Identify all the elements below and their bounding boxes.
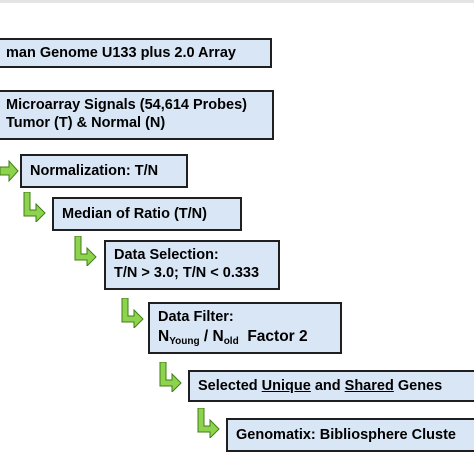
genes-shared: Shared xyxy=(344,378,394,394)
genes-unique: Unique xyxy=(261,378,311,394)
selection-label-line2: T/N > 3.0; T/N < 0.333 xyxy=(114,265,260,281)
down-right-arrow-icon xyxy=(159,362,182,392)
median-box: Median of Ratio (T/N) xyxy=(52,197,242,231)
genomatix-box: Genomatix: Bibliosphere Cluste xyxy=(226,418,474,452)
filter-young-subscript: Young xyxy=(169,336,200,347)
normalization-label: Normalization: T/N xyxy=(30,163,159,179)
filter-box: Data Filter: NYoung / Nold Factor 2 xyxy=(148,302,342,354)
selection-box: Data Selection: T/N > 3.0; T/N < 0.333 xyxy=(104,240,280,290)
selection-label-line1: Data Selection: xyxy=(114,247,219,263)
genes-pre: Selected xyxy=(198,378,262,394)
filter-formula: NYoung / Nold Factor 2 xyxy=(158,326,332,352)
down-right-arrow-icon xyxy=(197,408,220,438)
genes-box: Selected Unique and Shared Genes xyxy=(188,370,474,402)
signals-box: Microarray Signals (54,614 Probes) Tumor… xyxy=(0,90,274,140)
filter-label-line1: Data Filter: xyxy=(158,309,234,325)
top-border xyxy=(0,0,474,3)
array-box: man Genome U133 plus 2.0 Array xyxy=(0,38,272,68)
filter-slash: / xyxy=(199,328,213,345)
down-right-arrow-icon xyxy=(74,236,97,266)
genomatix-label: Genomatix: Bibliosphere Cluste xyxy=(236,427,456,443)
filter-n-old: N xyxy=(212,328,224,345)
genes-mid: and xyxy=(310,378,345,394)
down-right-arrow-icon xyxy=(23,192,46,222)
array-label: man Genome U133 plus 2.0 Array xyxy=(6,45,236,61)
filter-n-young: N xyxy=(158,328,170,345)
genes-label: Selected Unique and Shared Genes xyxy=(198,376,468,396)
genes-post: Genes xyxy=(393,378,443,394)
normalization-box: Normalization: T/N xyxy=(20,154,188,188)
right-arrow-icon xyxy=(0,159,19,183)
signals-label-line2: Tumor (T) & Normal (N) xyxy=(6,115,166,131)
filter-old-subscript: old xyxy=(223,336,239,347)
down-right-arrow-icon xyxy=(121,298,144,328)
filter-factor: Factor 2 xyxy=(247,328,308,345)
signals-label-line1: Microarray Signals (54,614 Probes) xyxy=(6,97,247,113)
median-label: Median of Ratio (T/N) xyxy=(62,206,207,222)
